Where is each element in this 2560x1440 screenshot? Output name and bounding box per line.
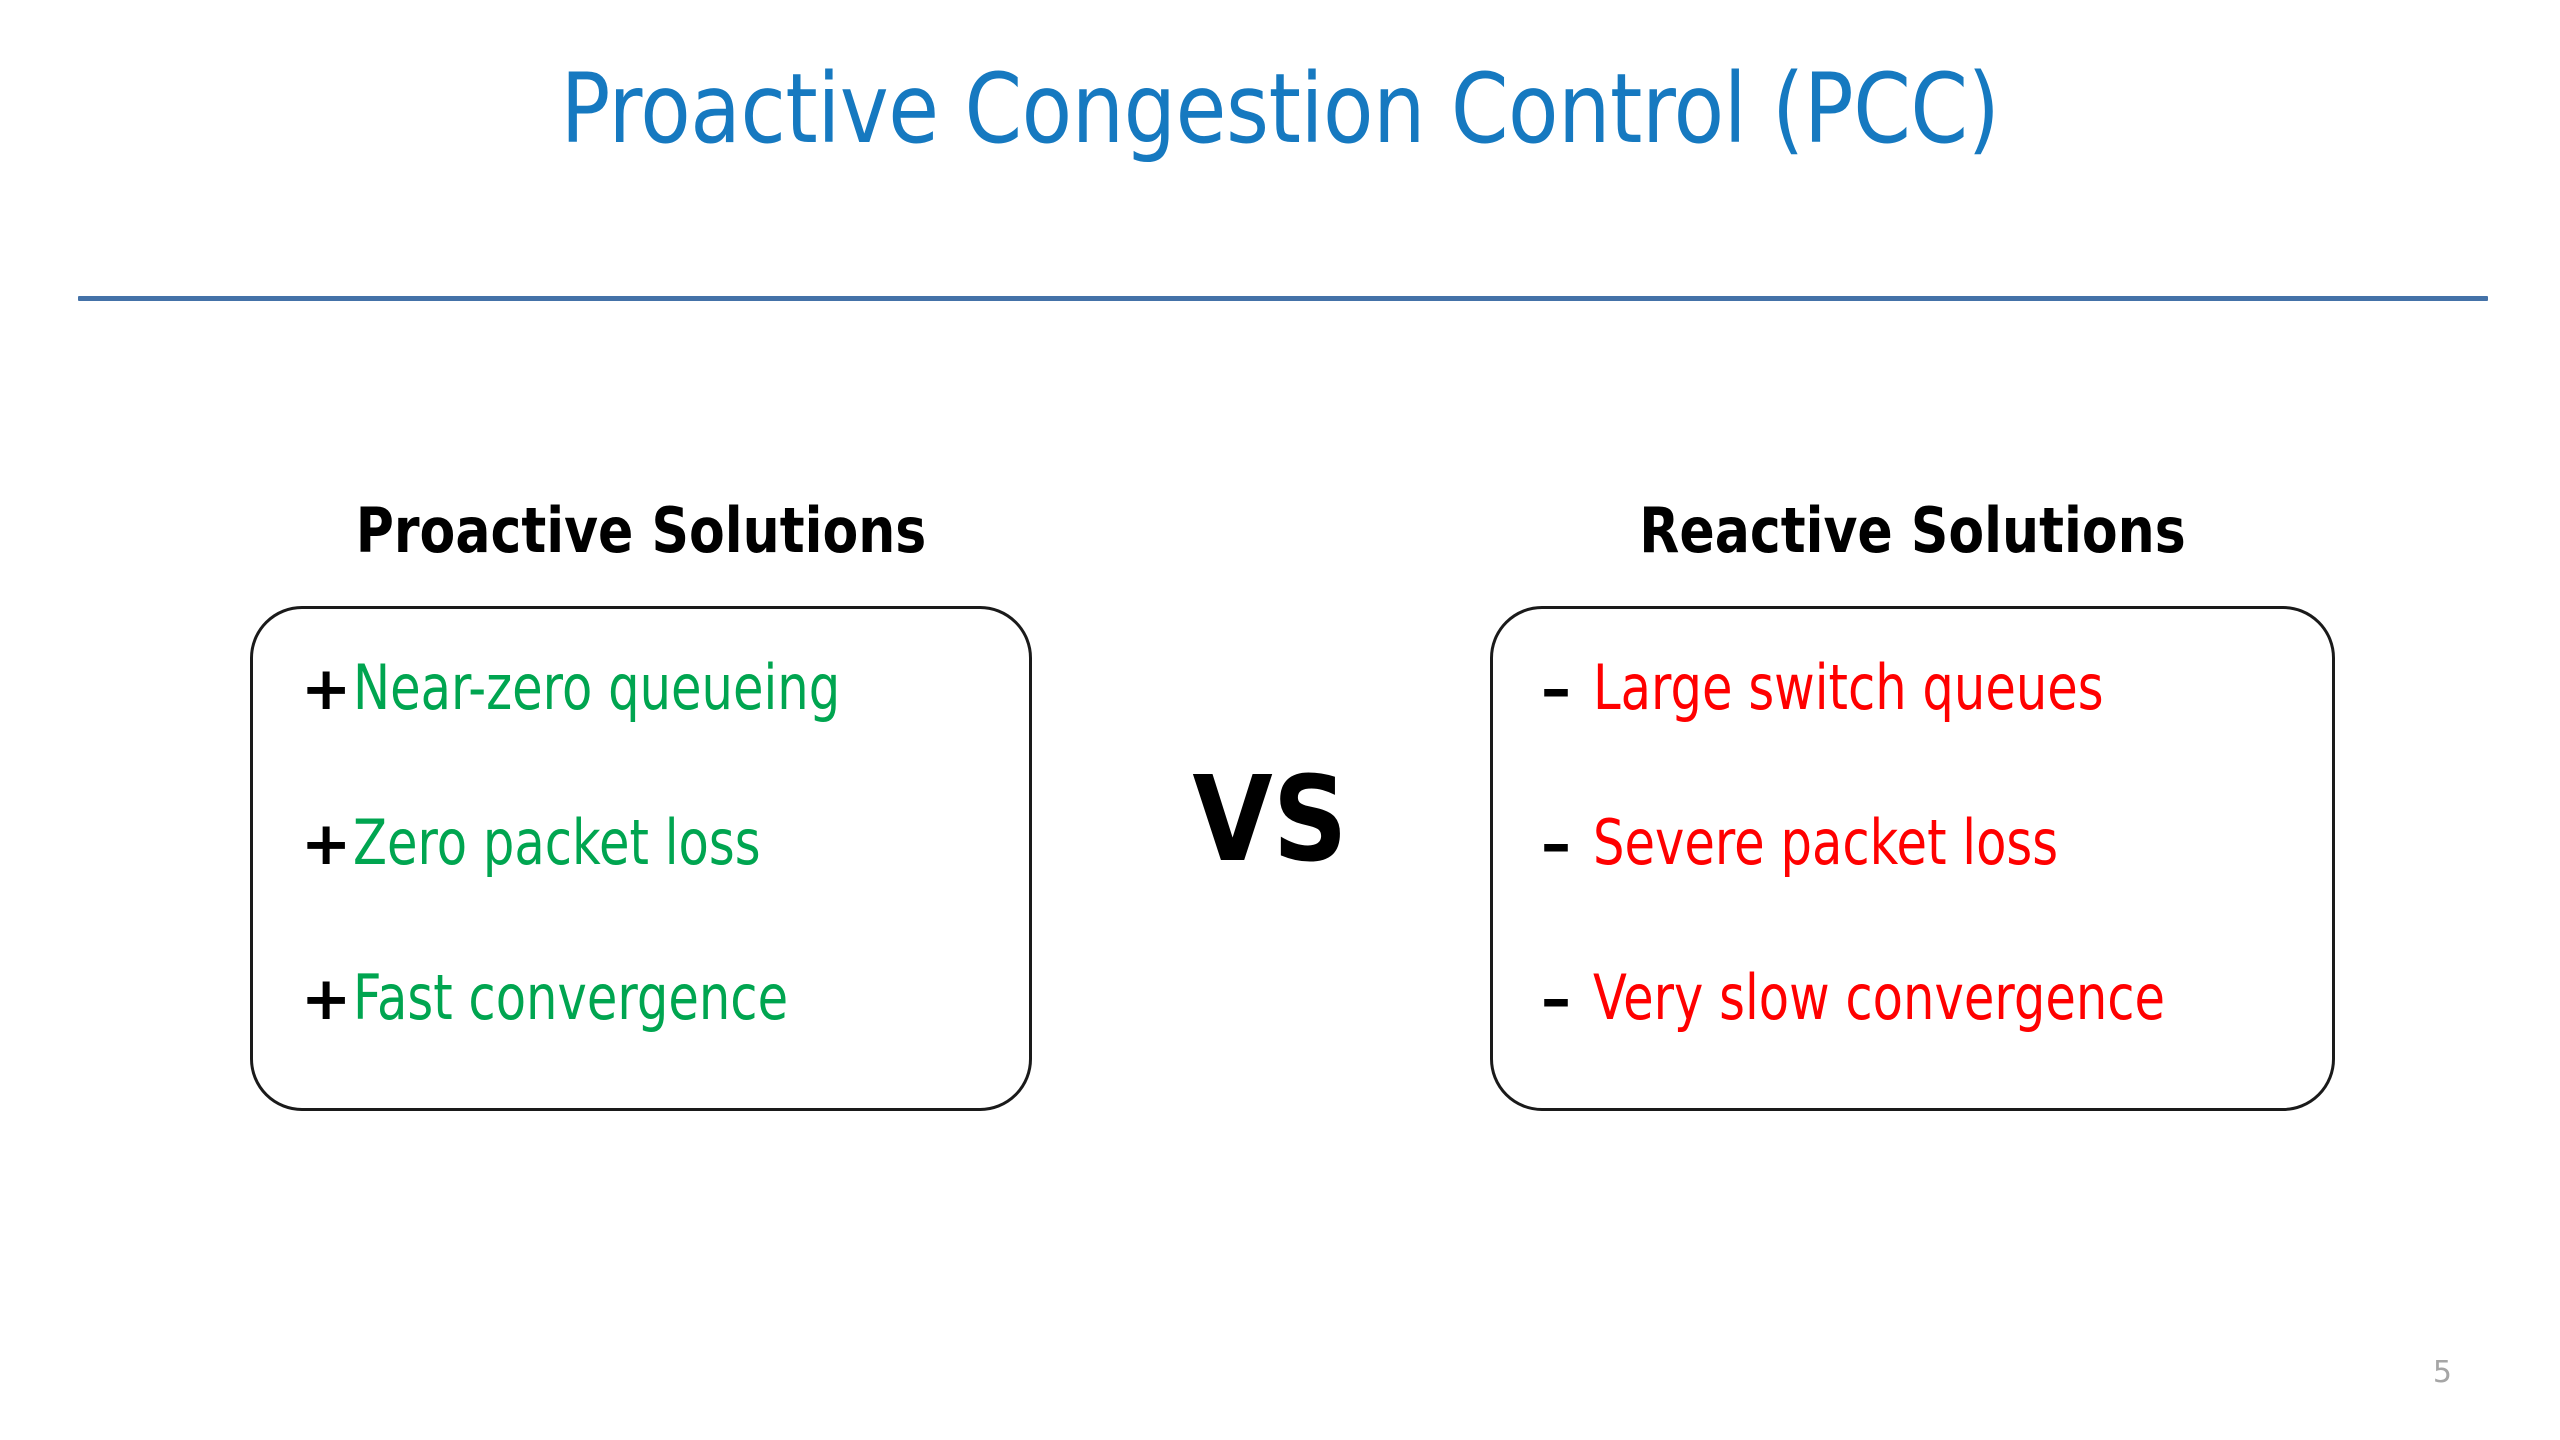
page-number: 5 bbox=[2432, 1355, 2452, 1390]
panel-proactive: + Near-zero queueing + Zero packet loss … bbox=[250, 606, 1032, 1111]
list-item-label: Very slow convergence bbox=[1593, 961, 2166, 1034]
minus-icon: – bbox=[1541, 809, 1571, 879]
plus-icon: + bbox=[301, 654, 352, 724]
list-item: + Zero packet loss bbox=[253, 812, 1029, 967]
list-item-label: Zero packet loss bbox=[353, 806, 761, 879]
plus-icon: + bbox=[301, 964, 352, 1034]
list-item-label: Near-zero queueing bbox=[353, 651, 841, 724]
title-divider bbox=[78, 296, 2488, 301]
minus-icon: – bbox=[1541, 654, 1571, 724]
minus-icon: – bbox=[1541, 964, 1571, 1034]
plus-icon: + bbox=[301, 809, 352, 879]
list-item: + Fast convergence bbox=[253, 967, 1029, 1122]
column-proactive: Proactive Solutions + Near-zero queueing… bbox=[250, 500, 1032, 1111]
page-title: Proactive Congestion Control (PCC) bbox=[560, 53, 2000, 165]
list-item: – Very slow convergence bbox=[1493, 967, 2332, 1122]
panel-reactive: – Large switch queues – Severe packet lo… bbox=[1490, 606, 2335, 1111]
list-item: – Large switch queues bbox=[1493, 657, 2332, 812]
list-item-label: Severe packet loss bbox=[1593, 806, 2059, 879]
column-heading-proactive: Proactive Solutions bbox=[355, 494, 927, 567]
column-heading-reactive: Reactive Solutions bbox=[1639, 494, 2186, 567]
list-item: – Severe packet loss bbox=[1493, 812, 2332, 967]
versus-label: VS bbox=[1192, 750, 1348, 888]
list-item-label: Fast convergence bbox=[353, 961, 789, 1034]
list-item: + Near-zero queueing bbox=[253, 657, 1029, 812]
column-reactive: Reactive Solutions – Large switch queues… bbox=[1490, 500, 2335, 1111]
list-item-label: Large switch queues bbox=[1593, 651, 2104, 724]
